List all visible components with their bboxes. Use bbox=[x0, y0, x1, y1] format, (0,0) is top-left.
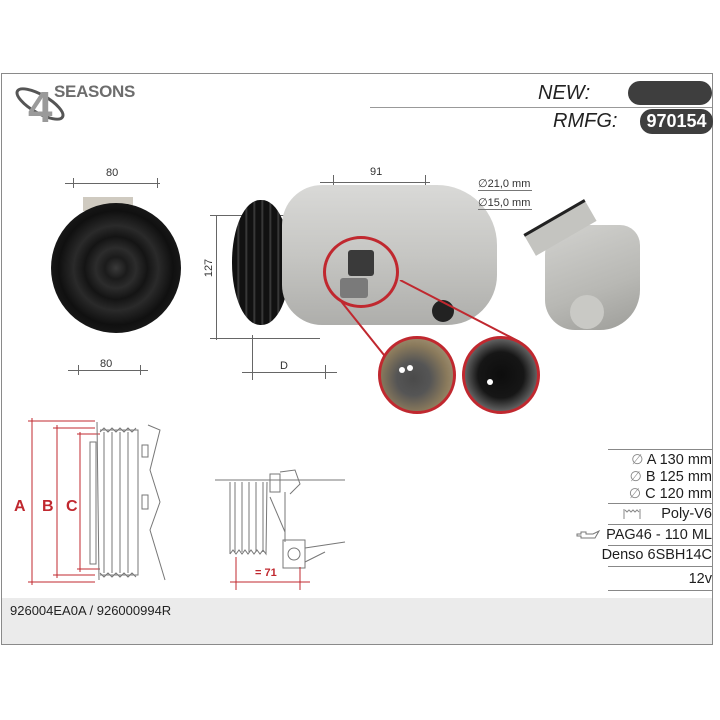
spec-diameter-b: ∅ B 125 mm bbox=[629, 468, 712, 485]
spec-diameter-c: ∅ C 120 mm bbox=[628, 485, 712, 502]
diameter-icon: ∅ bbox=[629, 468, 642, 484]
spec-voltage: 12v bbox=[688, 571, 712, 587]
pulley-dimension-drawing: A B C bbox=[0, 410, 200, 590]
oem-footer: 926004EA0A / 926000994R bbox=[2, 598, 712, 644]
spec-divider bbox=[608, 503, 712, 504]
port-diameter-2: ∅15,0 mm bbox=[478, 197, 533, 210]
new-label: NEW: bbox=[538, 82, 591, 104]
spec-diameter-a: ∅ A 130 mm bbox=[631, 451, 712, 468]
rmfg-part-number-badge: 970154 bbox=[640, 109, 713, 134]
svg-text:4: 4 bbox=[28, 83, 53, 126]
four-seasons-logo-icon: 4 bbox=[15, 83, 65, 132]
port-diameter-callouts: ∅21,0 mm ∅15,0 mm bbox=[478, 177, 558, 217]
brand-logo: 4 SEASONS bbox=[14, 78, 144, 132]
new-part-number-badge bbox=[628, 81, 712, 105]
diameter-icon: ∅ bbox=[628, 485, 642, 501]
compressor-front-photo: 80 bbox=[45, 165, 195, 345]
spec-belt-type: Poly-V6 bbox=[623, 506, 712, 522]
spec-divider bbox=[608, 545, 712, 546]
header-divider bbox=[370, 107, 712, 108]
label-c: C bbox=[66, 498, 78, 515]
spec-divider bbox=[608, 449, 712, 450]
spec-oil: PAG46 - 110 ML bbox=[576, 527, 712, 543]
connector-zoom-lines bbox=[339, 280, 521, 361]
pulley-offset-label: = 71 bbox=[255, 567, 277, 579]
spec-divider bbox=[608, 524, 712, 525]
label-b: B bbox=[42, 498, 54, 515]
side-length-label: 91 bbox=[370, 166, 383, 178]
port-diameter-1: ∅21,0 mm bbox=[478, 178, 533, 191]
connector-detail-photo-1 bbox=[378, 336, 456, 414]
compressor-rear-photo bbox=[515, 195, 640, 340]
oem-numbers: 926004EA0A / 926000994R bbox=[10, 603, 172, 618]
spec-compressor-model: Denso 6SBH14C bbox=[601, 547, 712, 563]
compressor-side-photo: 91 127 D bbox=[200, 160, 520, 380]
side-depth-label: D bbox=[280, 360, 288, 372]
brand-name: SEASONS bbox=[54, 82, 136, 101]
spec-divider bbox=[608, 590, 712, 591]
pulley-section-drawing-icon bbox=[28, 418, 166, 585]
pulley-offset-drawing-icon bbox=[215, 469, 346, 590]
rmfg-label: RMFG: bbox=[553, 110, 618, 132]
front-width-bottom-label: 80 bbox=[100, 358, 113, 370]
connector-detail-photo-2 bbox=[462, 336, 540, 414]
front-width-top-label: 80 bbox=[106, 167, 119, 179]
oil-can-icon bbox=[576, 529, 601, 539]
side-height-label: 127 bbox=[203, 258, 216, 278]
spec-divider bbox=[608, 566, 712, 567]
diameter-icon: ∅ bbox=[631, 451, 644, 467]
label-a: A bbox=[14, 498, 26, 515]
pulley-groove-icon bbox=[623, 509, 641, 520]
pulley-offset-drawing: = 71 bbox=[200, 462, 360, 590]
